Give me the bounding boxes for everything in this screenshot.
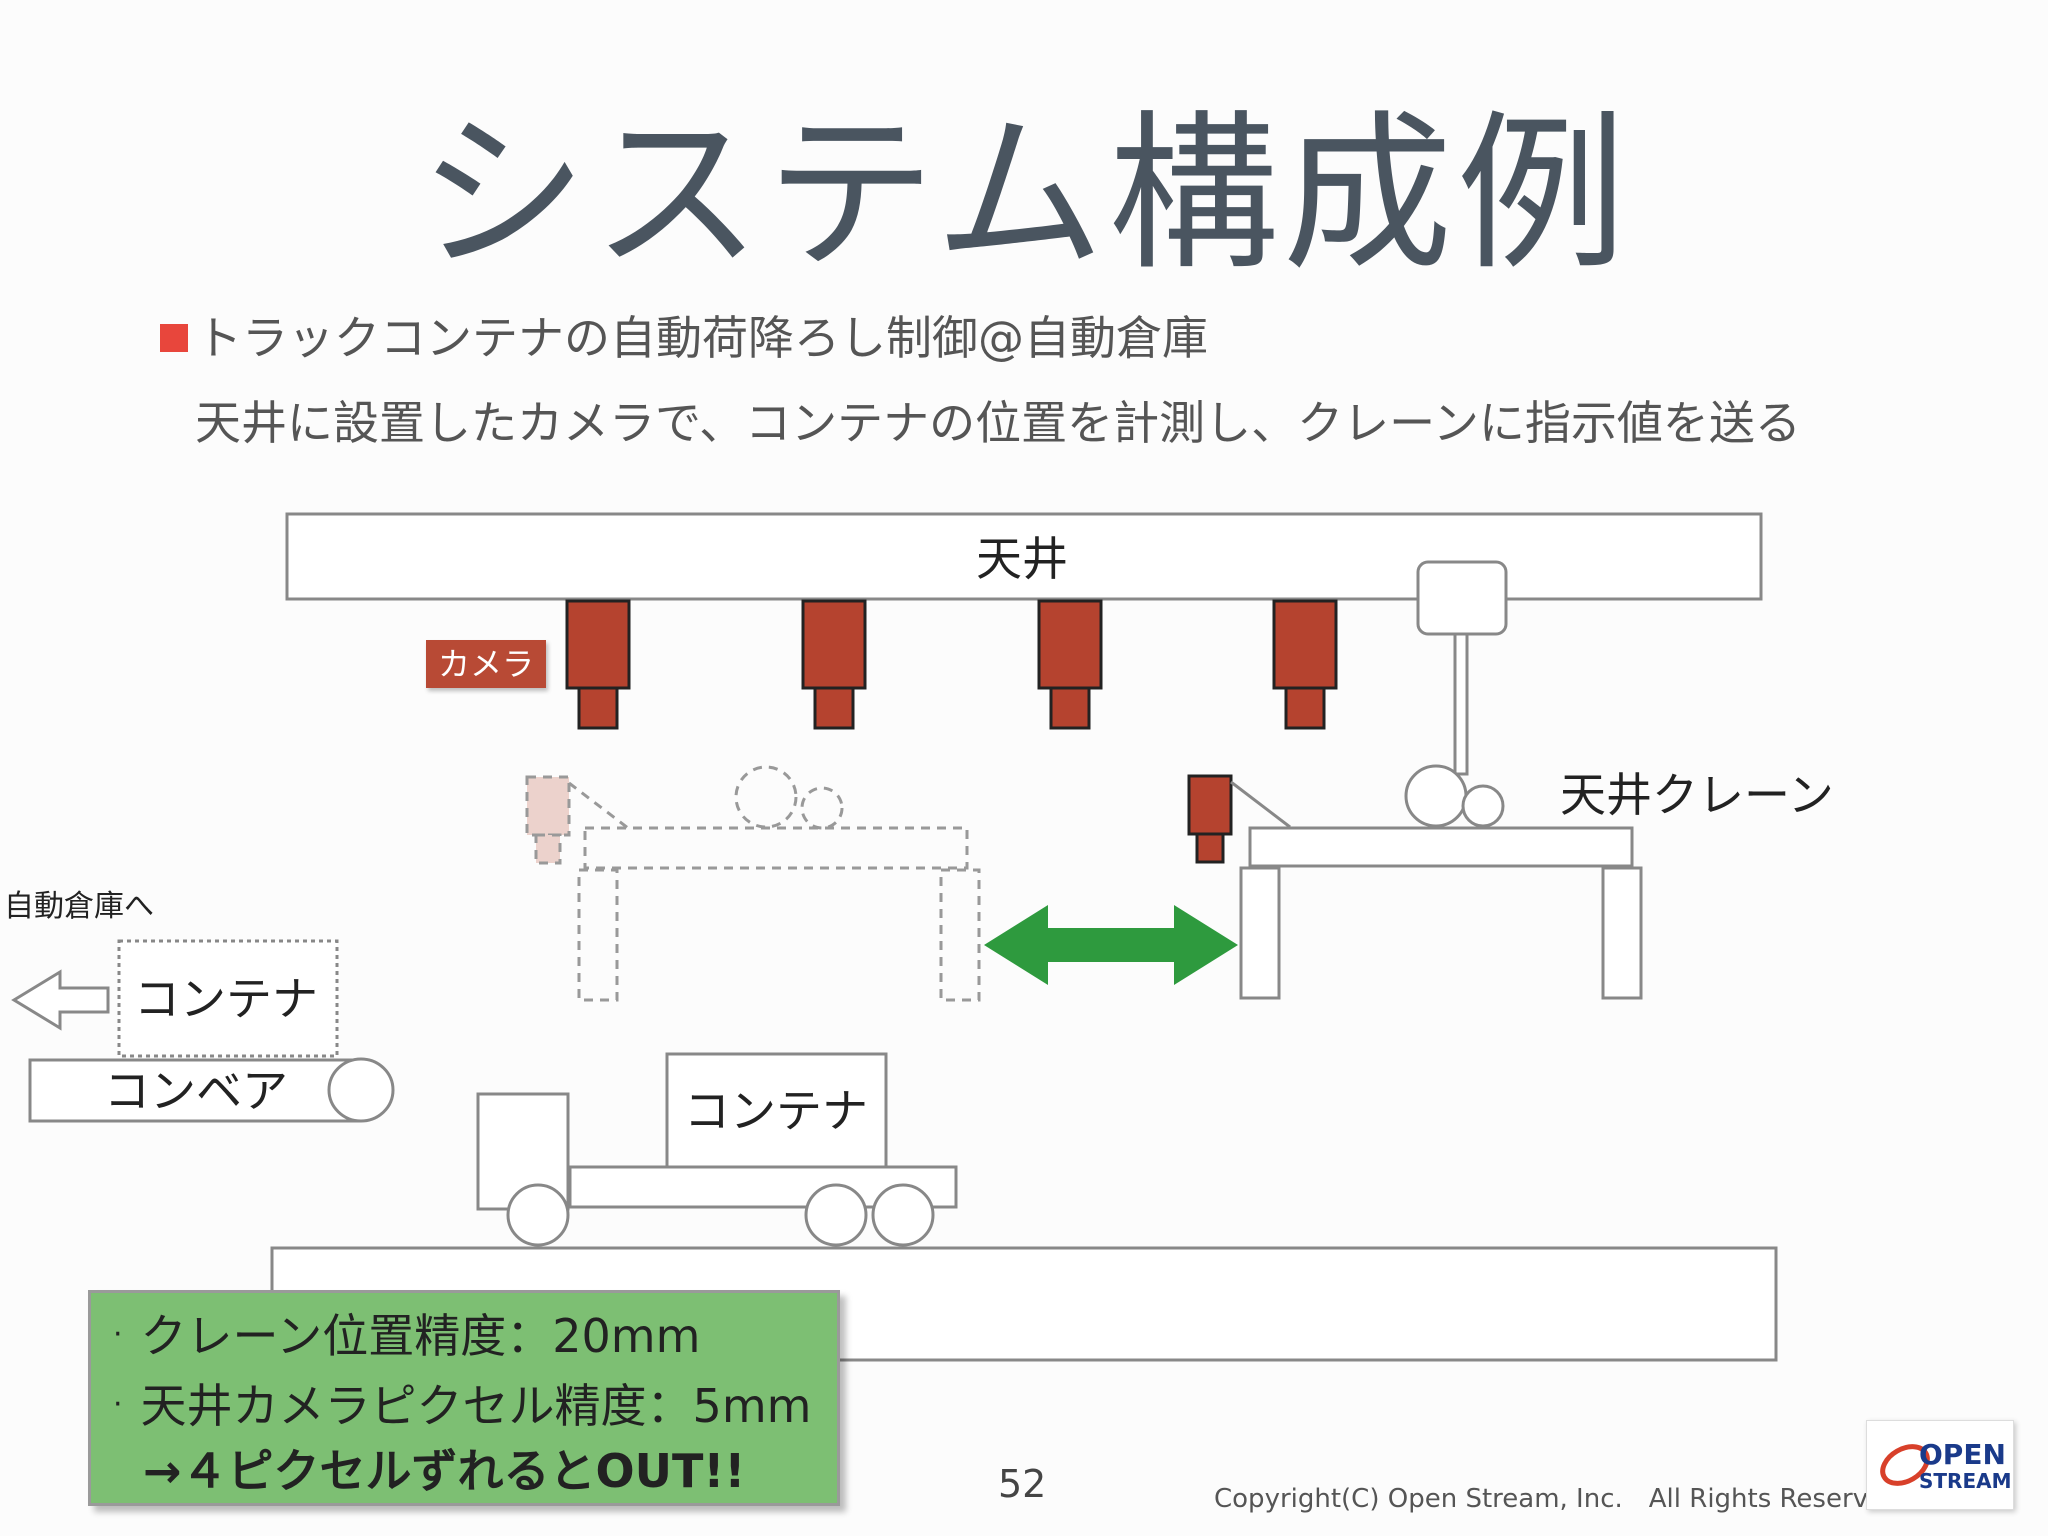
openstream-logo: OPEN STREAM [1866, 1420, 2014, 1510]
crane-girder [1248, 826, 1634, 868]
exit-arrow-icon [11, 969, 110, 1031]
spec-crane-precision: ·クレーン位置精度：20mm [113, 1309, 701, 1363]
conveyor-container-label: コンテナ [134, 972, 318, 1026]
crane-trolley [1416, 560, 1508, 636]
movement-double-arrow [984, 905, 1238, 985]
crane-label: 天井クレーン [1560, 768, 1834, 822]
ceiling-label: 天井 [976, 532, 1068, 586]
camera-3 [1037, 599, 1103, 730]
specs-box: ·クレーン位置精度：20mm ·天井カメラピクセル精度：5mm →４ピクセルずれ… [88, 1290, 840, 1506]
bullet-text: トラックコンテナの自動荷降ろし制御@自動倉庫 [196, 311, 1208, 365]
logo-line2: STREAM [1919, 1469, 2012, 1493]
conveyor-roller [327, 1057, 395, 1123]
truck-container [665, 1052, 888, 1169]
warehouse-label: 自動倉庫へ [4, 889, 154, 924]
bullet-square-icon [160, 324, 188, 352]
truck-rear-wheel-2 [871, 1183, 935, 1247]
logo-swirl-icon [1880, 1444, 1930, 1486]
slide-title: システム構成例 [417, 96, 1631, 294]
spec-camera-precision: ·天井カメラピクセル精度：5mm [113, 1379, 812, 1433]
camera-2 [801, 599, 867, 730]
copyright: Copyright(C) Open Stream, Inc. All Right… [1214, 1484, 1909, 1514]
subtext: 天井に設置したカメラで、コンテナの位置を計測し、クレーンに指示値を送る [195, 396, 1801, 450]
crane-hoist-rod [1453, 632, 1469, 776]
camera-1 [565, 599, 631, 730]
truck-rear-wheel-1 [804, 1183, 868, 1247]
conveyor-label: コンベア [104, 1064, 288, 1118]
bullet-line: トラックコンテナの自動荷降ろし制御@自動倉庫 [160, 315, 1208, 361]
camera-label: カメラ [426, 640, 546, 688]
spec-conclusion: →４ピクセルずれるとOUT!! [143, 1444, 746, 1498]
crane-camera-arm [1230, 780, 1291, 829]
crane-wheel-small [1461, 784, 1505, 828]
truck-front-wheel [506, 1183, 570, 1247]
conveyor-container [117, 939, 339, 1058]
crane-leg-left [1239, 866, 1281, 1000]
crane-ghost [525, 765, 981, 1002]
spec-crane-precision-text: クレーン位置精度：20mm [140, 1309, 701, 1363]
camera-4 [1272, 599, 1338, 730]
spec-camera-precision-text: 天井カメラピクセル精度：5mm [140, 1379, 812, 1433]
crane-leg-right [1601, 866, 1643, 1000]
page-number: 52 [998, 1462, 1047, 1506]
ceiling-beam [285, 512, 1763, 601]
logo-line1: OPEN [1919, 1438, 2006, 1471]
truck-container-label: コンテナ [684, 1084, 868, 1138]
crane-wheel-large [1404, 764, 1468, 828]
crane-camera [1187, 774, 1233, 864]
conveyor-belt [28, 1058, 362, 1123]
